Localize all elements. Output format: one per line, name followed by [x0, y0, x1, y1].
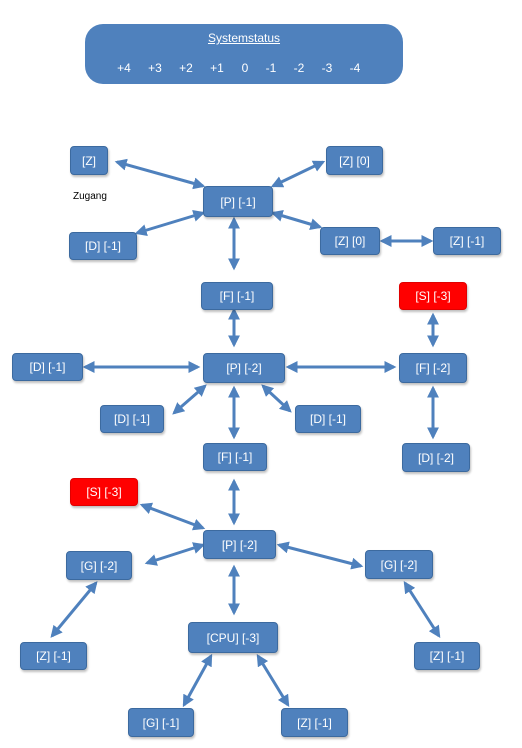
- arrow: [270, 209, 323, 231]
- node-z-top-right: [Z] [0]: [326, 146, 383, 175]
- scale-tick: -3: [321, 61, 333, 75]
- node-f-1: [F] [-1]: [201, 282, 273, 310]
- node-d-below-right: [D] [-1]: [295, 405, 361, 433]
- arrow: [144, 542, 206, 566]
- node-z-top-left: [Z]: [70, 146, 108, 175]
- scale-tick: 0: [241, 61, 249, 75]
- scale-tick: +4: [117, 61, 131, 75]
- node-p-1: [P] [-1]: [203, 186, 273, 217]
- node-g-right: [G] [-2]: [365, 550, 433, 579]
- node-d-right: [D] [-2]: [402, 443, 470, 472]
- arrow: [134, 210, 206, 236]
- arrow: [114, 158, 206, 190]
- scale-tick: +3: [148, 61, 162, 75]
- arrow: [182, 653, 213, 708]
- node-p-3: [P] [-2]: [203, 530, 276, 559]
- arrow: [256, 653, 290, 708]
- scale-tick: +1: [210, 61, 224, 75]
- banner-title: Systemstatus: [207, 31, 281, 45]
- system-status-banner: Systemstatus +4 +3 +2 +1 0 -1 -2 -3 -4: [85, 24, 403, 84]
- arrow: [50, 581, 98, 638]
- node-z-bottom-right: [Z] [-1]: [414, 642, 480, 670]
- node-d-far-left: [D] [-1]: [12, 353, 83, 381]
- node-p-2: [P] [-2]: [203, 353, 285, 383]
- arrow: [276, 541, 364, 570]
- arrow: [270, 160, 326, 188]
- arrow: [139, 502, 206, 531]
- node-d-below-left: [D] [-1]: [100, 405, 164, 433]
- node-z-right: [Z] [-1]: [433, 227, 501, 255]
- node-g-bottom: [G] [-1]: [128, 708, 194, 737]
- node-z-bottom-left: [Z] [-1]: [20, 642, 87, 670]
- node-s-right: [S] [-3]: [399, 282, 467, 310]
- node-z-bottom: [Z] [-1]: [281, 708, 348, 737]
- scale-tick: -2: [293, 61, 305, 75]
- scale-tick: -4: [349, 61, 361, 75]
- node-g-left: [G] [-2]: [66, 551, 132, 580]
- arrow: [403, 580, 441, 639]
- arrow: [172, 384, 207, 415]
- node-d-left: [D] [-1]: [69, 232, 137, 260]
- node-cpu: [CPU] [-3]: [188, 622, 278, 653]
- scale-tick: -1: [265, 61, 277, 75]
- node-z-mid: [Z] [0]: [320, 227, 380, 255]
- node-s-left: [S] [-3]: [70, 478, 138, 506]
- access-label: Zugang: [73, 191, 107, 202]
- scale-tick: +2: [179, 61, 193, 75]
- arrow: [261, 384, 292, 413]
- node-f-2: [F] [-1]: [203, 443, 267, 471]
- node-f-right: [F] [-2]: [399, 353, 467, 383]
